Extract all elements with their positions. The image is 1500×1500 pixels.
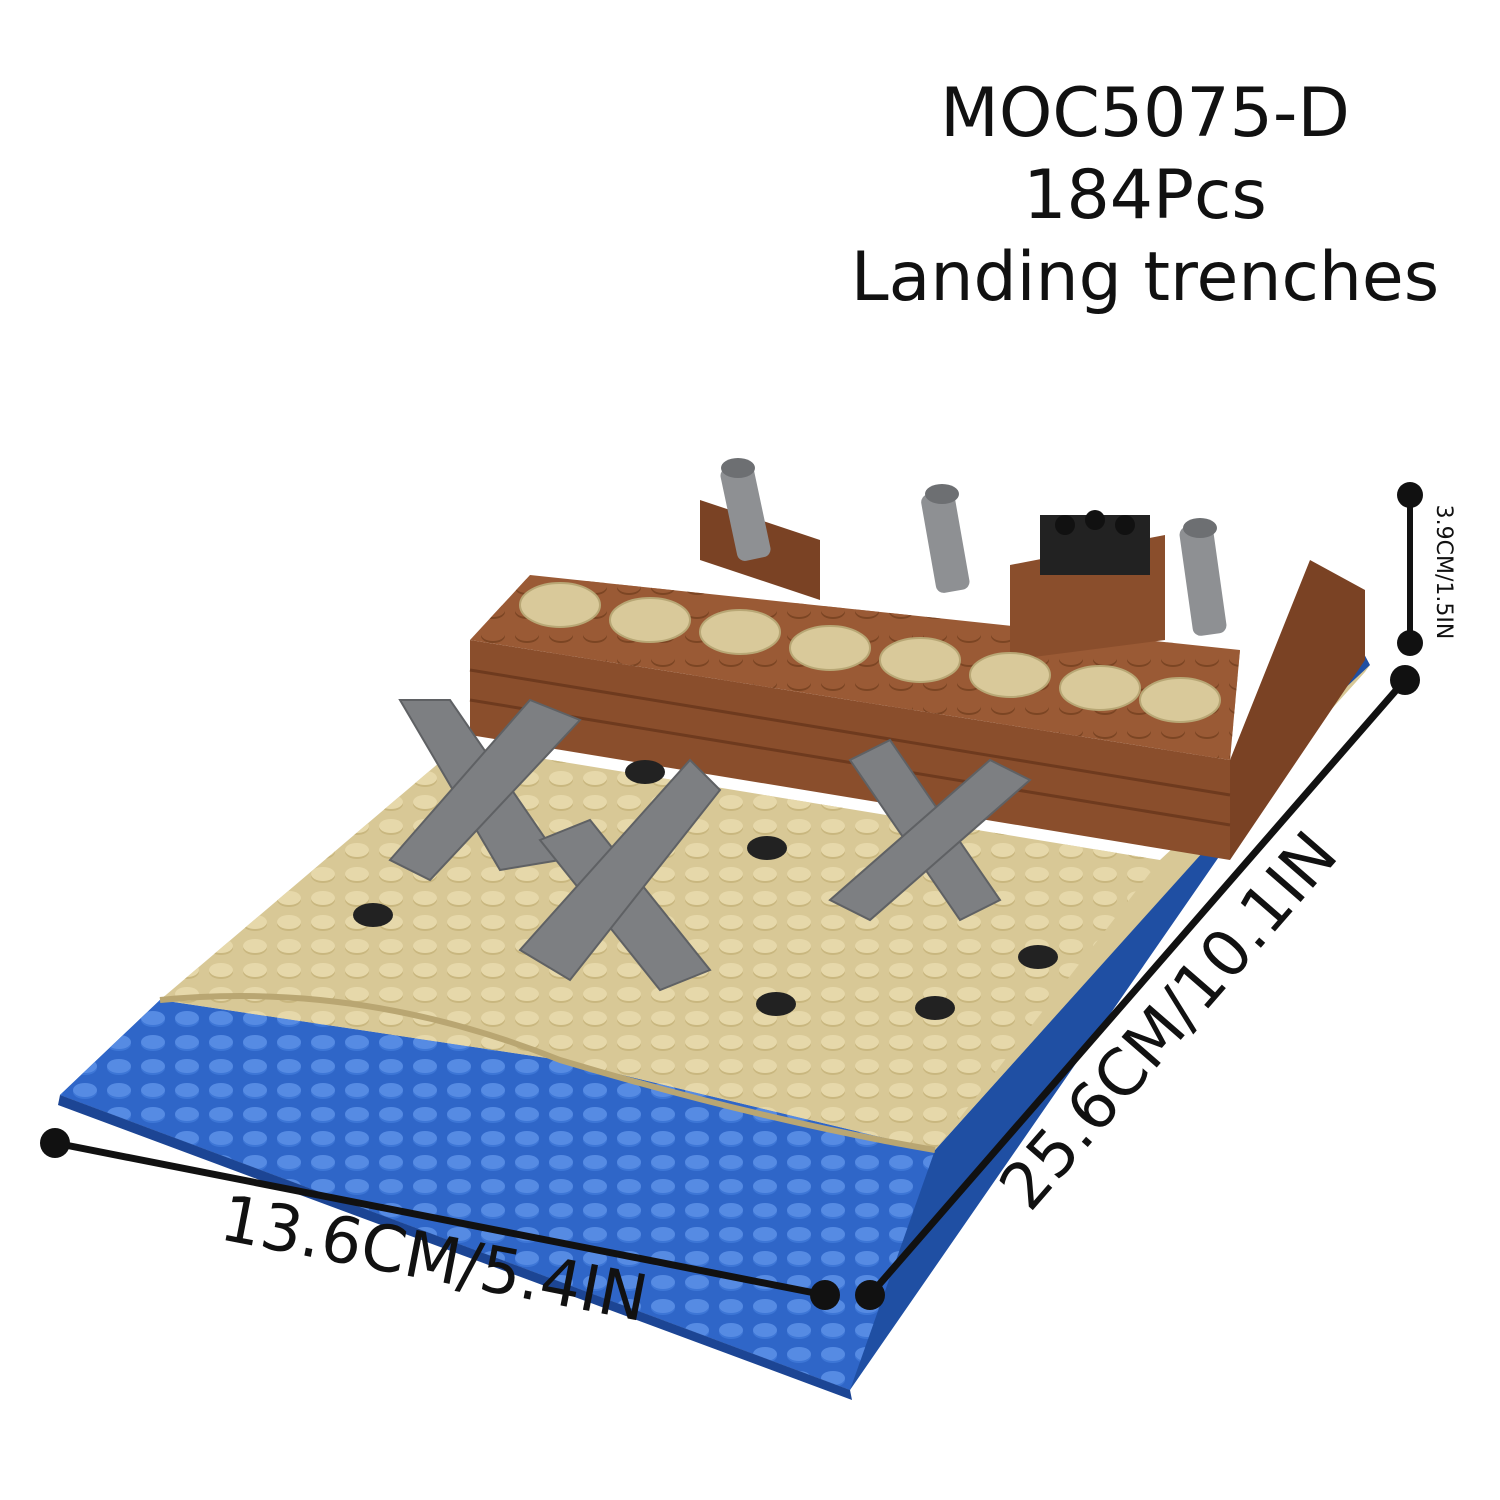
mortar-icon: [921, 484, 970, 593]
piece-count: 184Pcs: [1023, 156, 1267, 235]
czech-hedgehog-icon: [518, 758, 722, 992]
model-number: MOC5075-D: [940, 74, 1350, 153]
landmine-icon: [756, 992, 796, 1016]
landmine-icon: [625, 760, 665, 784]
height-dimension: 3.9CM/1.5IN: [1397, 482, 1456, 656]
product-name: Landing trenches: [850, 238, 1440, 317]
landmine-icon: [353, 903, 393, 927]
ammo-crate: [1040, 510, 1150, 575]
mortar-icon: [1179, 518, 1227, 636]
mortar-icon: [720, 458, 771, 561]
sandbag-row: [519, 582, 1221, 723]
landmine-icon: [915, 996, 955, 1020]
landmine-icon: [747, 836, 787, 860]
height-label: 3.9CM/1.5IN: [1431, 505, 1456, 640]
czech-hedgehog-icon: [828, 738, 1032, 922]
product-title-block: MOC5075-D 184Pcs Landing trenches: [820, 70, 1470, 312]
landmine-icon: [1018, 945, 1058, 969]
